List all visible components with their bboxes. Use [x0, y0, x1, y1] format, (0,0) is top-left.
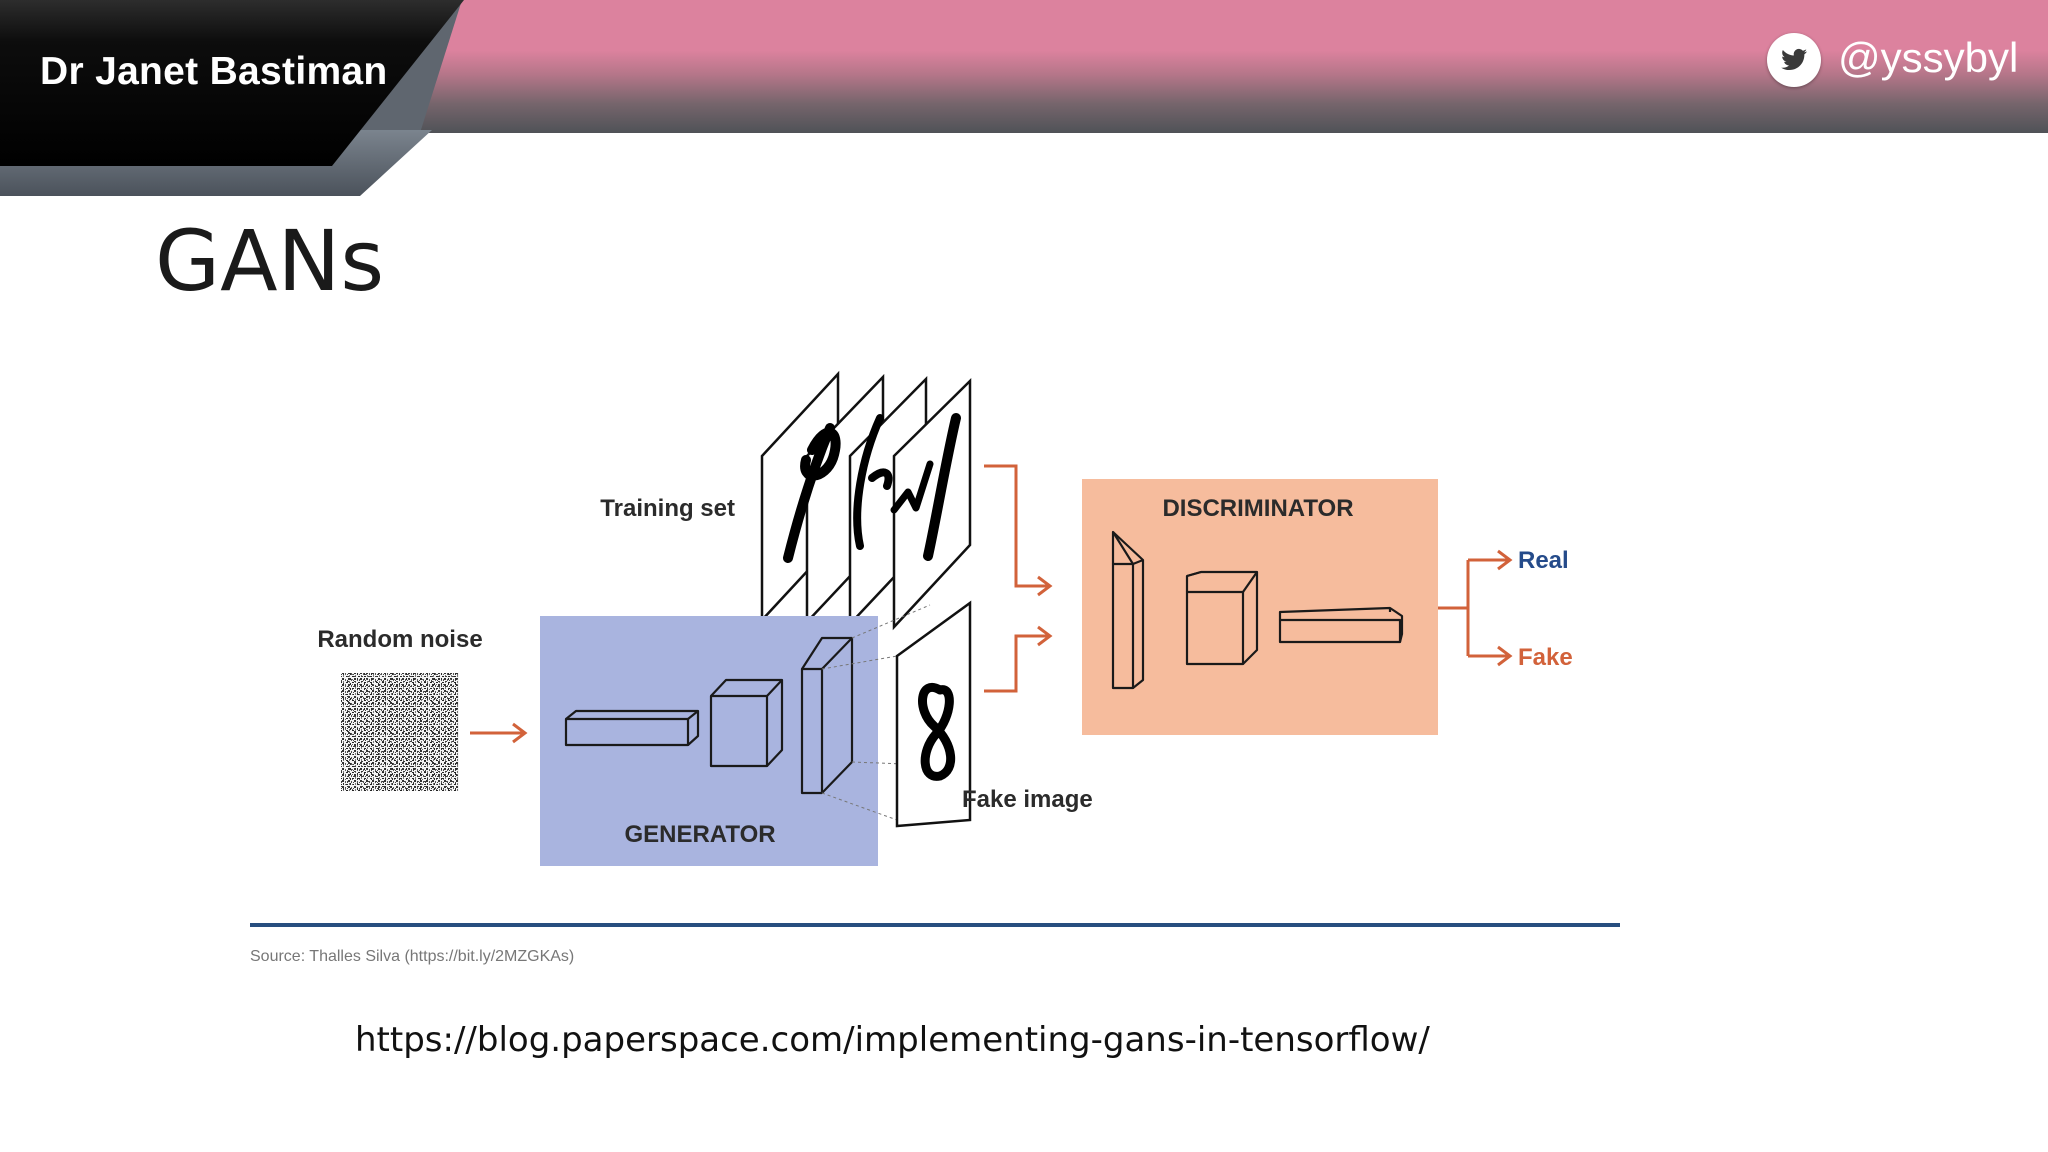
fake-to-discriminator-arrow — [984, 625, 1053, 693]
training-set-label: Training set — [600, 495, 735, 522]
random-noise-label: Random noise — [317, 626, 482, 653]
training-digits — [783, 413, 961, 563]
noise-to-generator-arrow — [470, 722, 528, 744]
author-name: Dr Janet Bastiman — [40, 50, 388, 93]
discriminator-layers — [1111, 530, 1404, 690]
fake-image-card — [895, 600, 972, 828]
discriminator-label: DISCRIMINATOR — [1162, 495, 1353, 522]
author-banner — [0, 0, 464, 196]
real-output-label: Real — [1518, 547, 1569, 574]
source-caption: Source: Thalles Silva (https://bit.ly/2M… — [250, 948, 574, 965]
generator-label: GENERATOR — [624, 821, 775, 848]
slide-title: GANs — [155, 212, 385, 310]
fake-image-label: Fake image — [962, 786, 1093, 813]
blog-url[interactable]: https://blog.paperspace.com/implementing… — [355, 1020, 1430, 1060]
output-arrows — [1438, 549, 1513, 667]
twitter-handle: @yssybyl — [1838, 34, 2019, 81]
training-to-discriminator-arrow — [984, 464, 1053, 597]
fake-output-label: Fake — [1518, 644, 1573, 671]
twitter-bird-icon — [1767, 33, 1821, 87]
gan-diagram: Training set Random noise GENERATOR — [250, 370, 1620, 965]
projection-lines — [821, 604, 931, 821]
discriminator-box — [1082, 479, 1438, 735]
random-noise-texture — [341, 673, 459, 791]
fake-digit — [918, 683, 956, 781]
